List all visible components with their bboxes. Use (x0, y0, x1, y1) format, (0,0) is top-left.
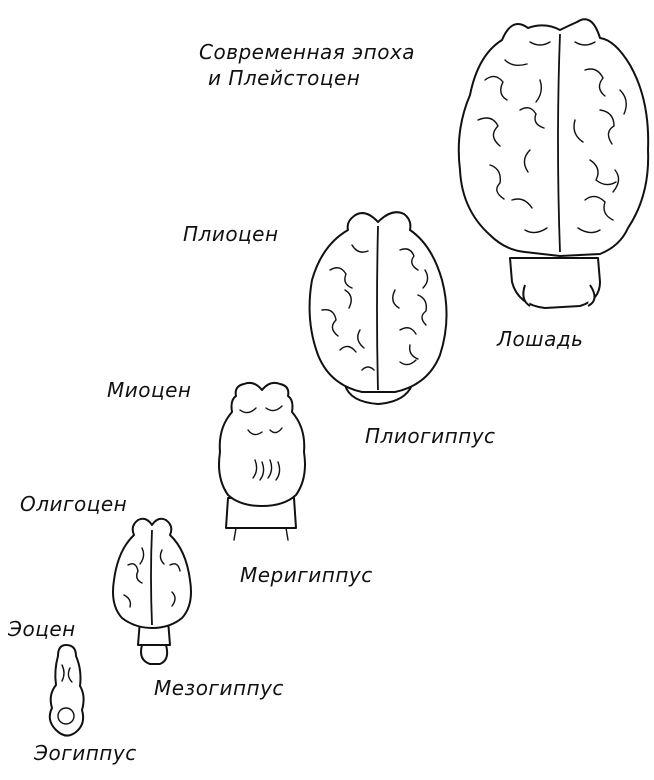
pleistocene-label: и Плейстоцен (208, 66, 360, 90)
pliohippus-label: Плиогиппус (365, 424, 496, 448)
mesohippus-label: Мезогиппус (154, 676, 284, 700)
eocene-label: Эоцен (8, 617, 76, 641)
mesohippus-brain-drawing (113, 519, 191, 664)
horse-brain-drawing (459, 19, 648, 308)
oligocene-label: Олигоцен (20, 492, 127, 516)
pliocene-label: Плиоцен (183, 222, 279, 246)
merychippus-label: Меригиппус (240, 563, 373, 587)
pliohippus-brain-drawing (310, 212, 447, 404)
modern-era-label: Современная эпоха (199, 40, 415, 64)
eohippus-brain-drawing (50, 645, 84, 736)
horse-label: Лошадь (497, 327, 583, 351)
miocene-label: Миоцен (107, 378, 191, 402)
eohippus-label: Эогиппус (34, 741, 137, 765)
merychippus-brain-drawing (219, 383, 305, 540)
